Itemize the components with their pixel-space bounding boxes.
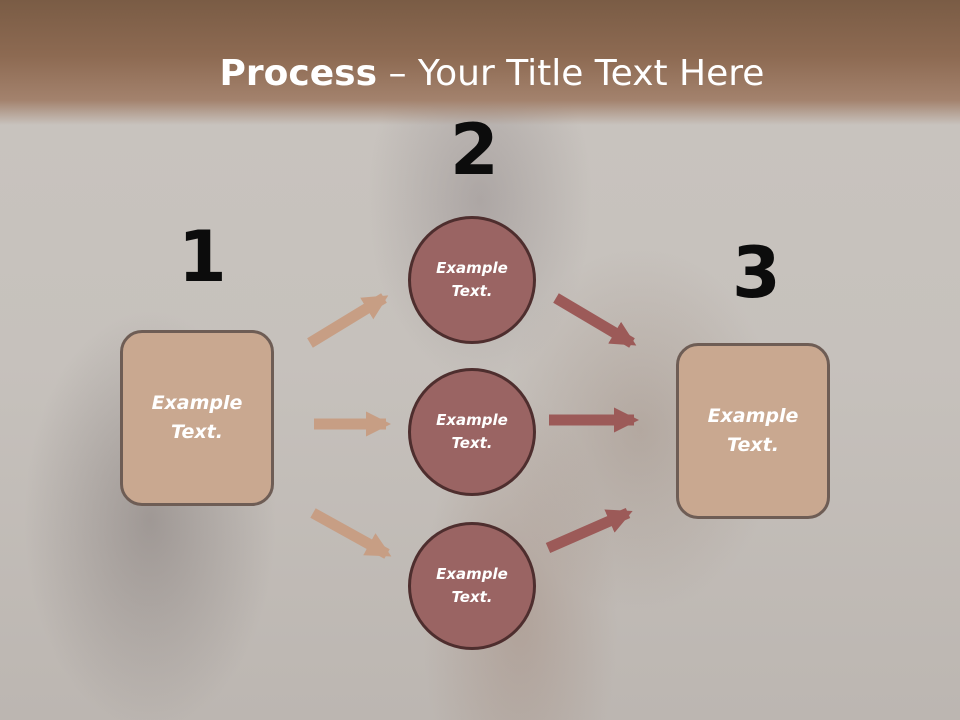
arrow-box1-to-circle1	[307, 293, 389, 348]
step-1-box-text: Example Text.	[151, 392, 243, 443]
step-3-box-text: Example Text.	[707, 405, 799, 456]
step-2-circle-middle[interactable]: Example Text.	[408, 368, 536, 496]
arrow-circle3-to-box3	[545, 507, 633, 554]
circle-middle-text: Example Text.	[436, 411, 508, 452]
step-3-box[interactable]: Example Text.	[676, 343, 830, 519]
slide-title[interactable]: Process – Your Title Text Here	[0, 52, 960, 96]
arrow-circle1-to-box3	[553, 293, 637, 348]
circle-top-text: Example Text.	[436, 259, 508, 300]
title-bold: Process	[219, 53, 378, 94]
step-1-box[interactable]: Example Text.	[120, 330, 274, 506]
step-2-circle-top[interactable]: Example Text.	[408, 216, 536, 344]
step-2-circle-bottom[interactable]: Example Text.	[408, 522, 536, 650]
step-number-1: 1	[178, 216, 227, 298]
step-number-3: 3	[732, 232, 781, 314]
circle-bottom-text: Example Text.	[436, 565, 508, 606]
arrow-box1-to-circle3	[310, 508, 392, 559]
step-number-2: 2	[450, 109, 499, 191]
title-band	[0, 0, 960, 125]
title-rest: – Your Title Text Here	[377, 53, 765, 94]
